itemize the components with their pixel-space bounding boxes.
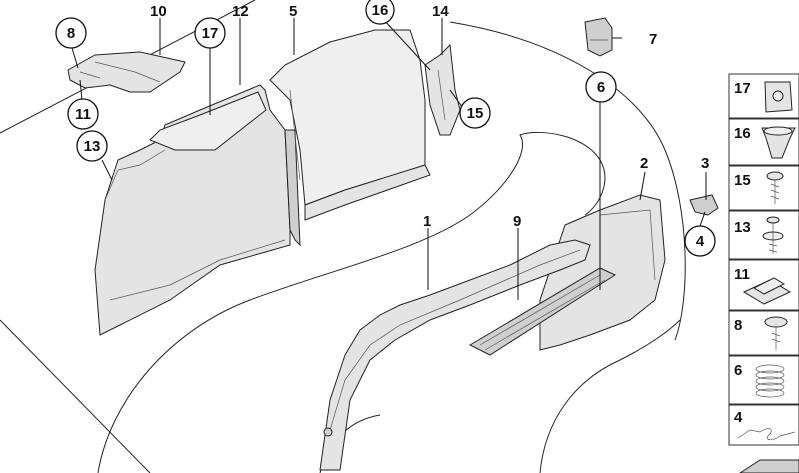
label-3: 3: [701, 155, 709, 172]
circled-callouts: 8 17 16 6 11 15 13 4: [55, 0, 716, 257]
part-panel-5: [269, 29, 431, 221]
callout-16: 16: [365, 0, 395, 25]
part-strut-14: [424, 43, 461, 136]
label-1: 1: [423, 213, 431, 230]
legend-label-17: 17: [734, 80, 751, 97]
label-9: 9: [513, 213, 521, 230]
legend-box-8: [728, 310, 799, 356]
legend-label-4: 4: [734, 409, 743, 426]
fastener-dot: [323, 427, 333, 437]
callout-17: 17: [194, 17, 226, 49]
screw-icon: [766, 171, 784, 181]
legend-box-4: [728, 404, 799, 446]
legend-label-15: 15: [734, 172, 751, 189]
svg-text:8: 8: [67, 25, 75, 42]
legend-box-15: [728, 165, 799, 211]
part-clip-7: [584, 17, 613, 57]
part-strip-1: [319, 239, 591, 471]
svg-text:15: 15: [467, 105, 484, 122]
part-sill-9: [468, 267, 617, 356]
label-7: 7: [649, 31, 657, 48]
label-14: 14: [432, 3, 449, 20]
callout-13: 13: [76, 130, 108, 162]
small-parts-legend: 17 16 15 13 11 8 6: [728, 73, 799, 473]
part-bracket-10: [67, 51, 186, 93]
part-clip-3: [689, 194, 719, 216]
legend-label-8: 8: [734, 317, 742, 334]
svg-text:6: 6: [597, 79, 605, 96]
svg-text:17: 17: [202, 25, 219, 42]
callout-labels: 10 12 5 14 7 1 9 2 3: [150, 3, 709, 230]
leader-lines: [71, 18, 707, 300]
callout-11: 11: [67, 98, 99, 130]
callout-6: 6: [585, 71, 617, 103]
svg-text:13: 13: [84, 138, 101, 155]
label-12: 12: [232, 3, 249, 20]
svg-text:4: 4: [696, 233, 705, 250]
svg-text:11: 11: [75, 106, 91, 123]
grommet-icon: [761, 127, 796, 159]
label-5: 5: [289, 3, 297, 20]
spring-icon: [755, 364, 785, 398]
label-2: 2: [640, 155, 648, 172]
corner-tab: [739, 459, 799, 473]
svg-text:16: 16: [372, 2, 389, 19]
callout-4: 4: [684, 225, 716, 257]
callout-15: 15: [459, 97, 491, 129]
bolt-icon: [764, 316, 788, 328]
legend-label-16: 16: [734, 125, 751, 142]
torsion-spring-icon: [737, 428, 796, 441]
callout-8: 8: [55, 17, 87, 49]
legend-box-6: [728, 355, 799, 405]
legend-label-13: 13: [734, 219, 751, 236]
legend-label-6: 6: [734, 362, 742, 379]
part-trim-17: [94, 84, 301, 336]
legend-label-11: 11: [734, 266, 750, 283]
label-10: 10: [150, 3, 167, 20]
